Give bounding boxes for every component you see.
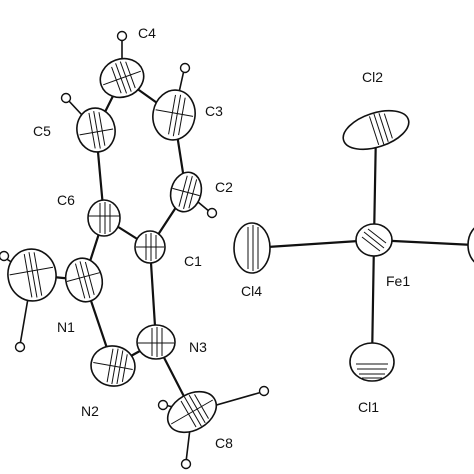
h-c4: [116, 30, 128, 42]
atom-cl2: [342, 109, 410, 151]
label-cl2: Cl2: [362, 69, 383, 85]
atom-c4: [99, 57, 145, 99]
label-c1: C1: [184, 253, 202, 269]
h-c2: [206, 207, 218, 219]
h-c8-3: [180, 458, 192, 470]
label-c3: C3: [205, 103, 223, 119]
hydrogen-atoms: [0, 30, 270, 470]
h-cm-1: [14, 341, 26, 353]
atom-c8: [166, 390, 218, 434]
label-n1: N1: [57, 319, 75, 335]
label-c2: C2: [215, 179, 233, 195]
h-c8-1: [157, 399, 169, 411]
label-c4: C4: [138, 25, 156, 41]
bond-fe1-cl4: [250, 238, 376, 250]
atom-n1: [64, 257, 104, 303]
label-n2: N2: [81, 403, 99, 419]
label-fe1: Fe1: [386, 273, 410, 289]
h-c8-2: [258, 385, 270, 397]
atom-labels: C4 Cl2 C3 C5 C2 C6 C1 Cl4 Fe1 N1 N3 N2 C…: [33, 25, 410, 451]
atom-cl3-cropped: [467, 227, 474, 263]
atom-cl4: [233, 222, 271, 274]
atom-cl1: [349, 342, 395, 382]
atom-n3: [136, 324, 176, 360]
label-cl1: Cl1: [358, 399, 379, 415]
label-c8: C8: [215, 435, 233, 451]
atom-c3: [152, 89, 196, 141]
h-c3: [179, 62, 191, 74]
atom-c1: [134, 230, 166, 264]
atom-c2: [169, 171, 203, 213]
label-c6: C6: [57, 192, 75, 208]
atom-n2: [90, 345, 136, 387]
h-c5: [60, 92, 72, 104]
atom-c-methyl-left: [7, 248, 57, 302]
label-n3: N3: [189, 339, 207, 355]
label-c5: C5: [33, 123, 51, 139]
bond-fe1-cl1: [370, 238, 376, 364]
atom-c6: [87, 199, 121, 237]
h-cm-2: [0, 250, 10, 262]
atoms: [7, 57, 474, 434]
atom-fe1: [355, 223, 393, 257]
hydrogen-bonds: [4, 37, 263, 463]
label-cl4: Cl4: [241, 283, 262, 299]
